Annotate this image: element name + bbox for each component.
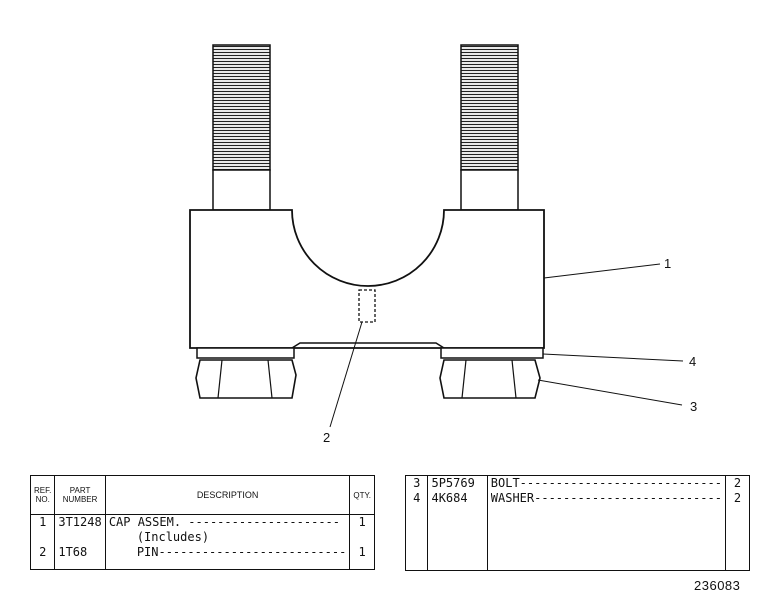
table-row: 3 4 5P5769 4K684 BOLT-------------------… [404, 475, 751, 571]
ref-value: 2 [39, 545, 47, 559]
pin-hidden [358, 289, 376, 323]
description: CAP ASSEM. --------------------- [108, 515, 340, 529]
ref-value: 1 [39, 515, 47, 529]
leader-3 [537, 379, 683, 406]
part-number: 4K684 [431, 491, 468, 505]
callout-1: 1 [664, 256, 672, 271]
qty-value: 2 [733, 491, 742, 505]
ref-cell: 3 4 [404, 475, 429, 571]
part-number: 1T68 [58, 545, 88, 559]
part-number: 5P5769 [431, 476, 475, 490]
qty-cell: 2 2 [724, 475, 751, 571]
description-cell: BOLT---------------------------- WASHER-… [486, 475, 726, 571]
left-nut [195, 359, 297, 399]
qty-value: 2 [733, 476, 742, 490]
parts-table-right: 3 4 5P5769 4K684 BOLT-------------------… [404, 475, 751, 571]
qty-cell: 1 1 [349, 514, 375, 570]
header-ref-no: REF. NO. [29, 475, 56, 515]
right-washer [440, 347, 544, 359]
cap-assembly-illustration [189, 44, 684, 428]
left-bolt [212, 44, 271, 211]
callout-2: 2 [323, 430, 331, 445]
ref-value: 3 [413, 476, 421, 490]
callout-4: 4 [689, 354, 697, 369]
callout-3: 3 [690, 399, 698, 414]
header-qty: QTY. [349, 475, 375, 515]
part-cell: 3T1248 1T68 [54, 514, 106, 570]
right-nut [439, 359, 541, 399]
left-washer [196, 347, 295, 359]
right-bolt [460, 44, 519, 211]
document-number: 236083 [694, 578, 741, 593]
description: WASHER-------------------------- [490, 491, 722, 505]
description: BOLT---------------------------- [490, 476, 722, 490]
part-cell: 5P5769 4K684 [427, 475, 488, 571]
header-description: DESCRIPTION [104, 475, 351, 515]
header-part-number: PART NUMBER [54, 475, 106, 515]
description-cell: CAP ASSEM. --------------------- (Includ… [104, 514, 351, 570]
table-row: 1 2 3T1248 1T68 CAP ASSEM. -------------… [29, 514, 375, 570]
cap-relief [291, 342, 445, 349]
leader-2 [329, 321, 363, 428]
leader-1 [543, 263, 661, 279]
part-number: 3T1248 [58, 515, 102, 529]
leader-4 [542, 353, 684, 362]
ref-cell: 1 2 [29, 514, 56, 570]
table-header-row: REF. NO. PART NUMBER DESCRIPTION QTY. [29, 475, 375, 515]
description-note: (Includes) [136, 530, 210, 544]
description: PIN-------------------------- [136, 545, 347, 559]
qty-value: 1 [358, 545, 366, 559]
ref-value: 4 [413, 491, 421, 505]
qty-value: 1 [358, 515, 366, 529]
cap-body [189, 209, 545, 349]
parts-table-left: REF. NO. PART NUMBER DESCRIPTION QTY. 1 … [29, 475, 375, 570]
